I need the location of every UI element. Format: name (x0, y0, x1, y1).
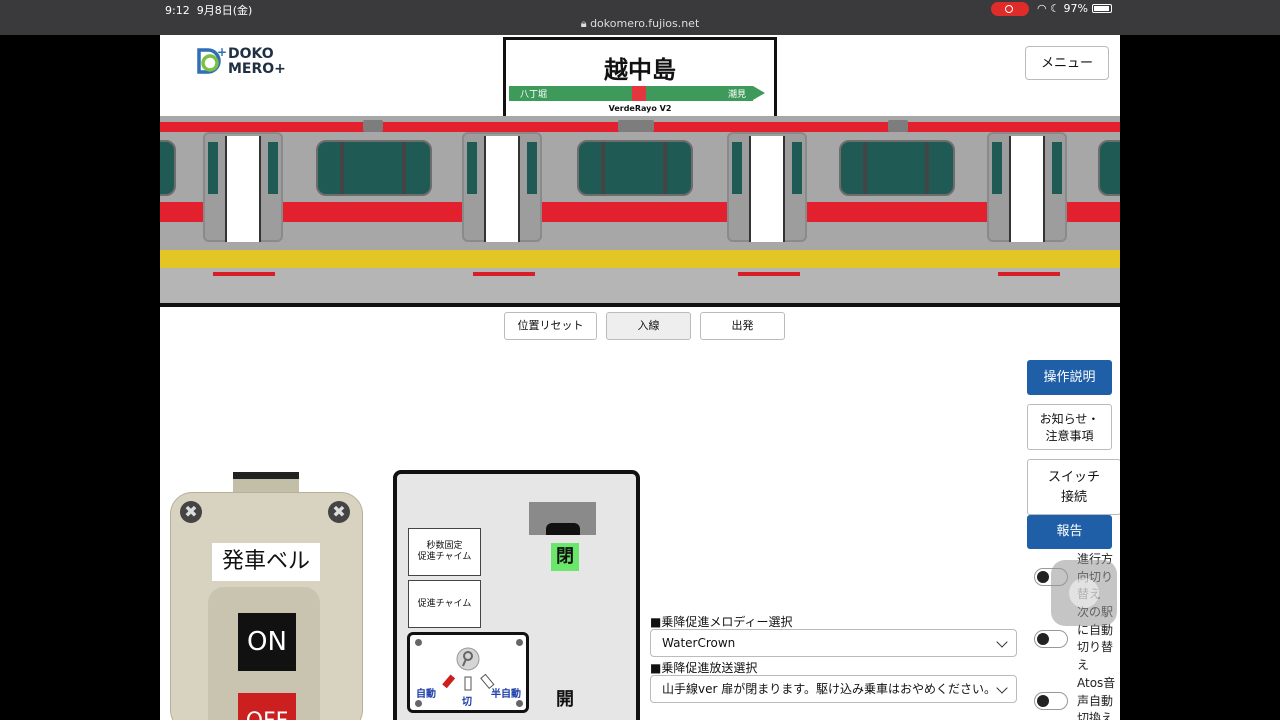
sign-label: VerdeRayo V2 (608, 104, 672, 113)
door-open-lamp: 開 (556, 689, 574, 710)
train-door (727, 132, 807, 242)
melody-select-value: WaterCrown (662, 636, 736, 650)
direction-arrow-icon (753, 86, 765, 100)
roof-vent (363, 120, 383, 132)
stop-mark (998, 272, 1060, 276)
dokomero-logo-icon: + (197, 46, 226, 74)
door-opening (484, 136, 520, 242)
fixed-chime-button[interactable]: 秒数固定促進チャイム (408, 528, 481, 576)
battery-percent: 97% (1063, 2, 1088, 15)
stop-mark (473, 272, 535, 276)
train-window (160, 140, 176, 196)
tactile-paving (160, 250, 1120, 268)
screen-record-icon (991, 2, 1029, 16)
mode-auto-label: 自動 (416, 689, 436, 700)
screw-icon (415, 700, 422, 707)
train-door (203, 132, 283, 242)
melody-select-title: ■乗降促進メロディー選択 (650, 615, 793, 629)
screw-icon: ✖ (328, 501, 350, 523)
roof-vent (888, 120, 908, 132)
mode-off-label: 切 (462, 697, 472, 708)
help-button[interactable]: 操作説明 (1027, 360, 1112, 395)
train-door (987, 132, 1067, 242)
screw-icon (516, 639, 523, 646)
mode-semi-auto-label: 半自動 (491, 689, 521, 700)
menu-button[interactable]: メニュー (1025, 46, 1109, 80)
bell-on-button[interactable]: ON (238, 613, 296, 671)
broadcast-select[interactable]: 山手線ver 扉が閉まります。駆け込み乗車はおやめください。 (650, 675, 1017, 703)
screw-icon (516, 700, 523, 707)
depart-button[interactable]: 出発 (700, 312, 785, 340)
chevron-down-icon (996, 636, 1008, 648)
bell-switch-cap-top (233, 472, 299, 479)
battery-icon (1092, 4, 1112, 13)
door-opening (225, 136, 261, 242)
train-window (1098, 140, 1120, 196)
train-door (462, 132, 542, 242)
notice-button[interactable]: お知らせ・注意事項 (1027, 404, 1112, 450)
station-sign: 越中島 八丁堀 潮見 VerdeRayo V2 (503, 37, 777, 119)
door-close-lamp: 閉 (551, 543, 579, 571)
address-bar[interactable]: 🔒︎ dokomero.fujios.net (580, 17, 700, 30)
atos-auto-toggle-label: Atos音声自動切換え (1077, 676, 1116, 720)
web-page: + DOKO MERO+ 越中島 八丁堀 潮見 VerdeRayo V2 メニュ… (160, 35, 1120, 720)
chevron-down-icon (996, 682, 1008, 694)
train-mid-stripe (160, 202, 1120, 222)
door-opening (1009, 136, 1045, 242)
wifi-moon-icons: ◠ ☾ 97% (1037, 2, 1088, 15)
arrive-button[interactable]: 入線 (606, 312, 691, 340)
roof-vent (618, 120, 654, 132)
status-time: 9:12 9月8日(金) (165, 4, 253, 17)
report-button[interactable]: 報告 (1027, 515, 1112, 549)
key-icon (442, 647, 495, 691)
next-station: 潮見 (728, 90, 747, 100)
station-marker (632, 86, 646, 101)
reset-position-button[interactable]: 位置リセット (504, 312, 597, 340)
assistive-touch-button[interactable] (1051, 560, 1117, 626)
switch-connect-button[interactable]: スイッチ接続 (1027, 459, 1120, 515)
train-window (316, 140, 432, 196)
close-button[interactable] (546, 523, 580, 535)
auto-next-station-toggle[interactable] (1034, 630, 1068, 648)
broadcast-select-title: ■乗降促進放送選択 (650, 661, 758, 675)
station-name: 越中島 (604, 56, 676, 84)
stop-mark (213, 272, 275, 276)
train-view (160, 116, 1120, 258)
screw-icon (415, 639, 422, 646)
logo-text: DOKO MERO+ (228, 46, 286, 77)
train-window (839, 140, 955, 196)
door-opening (749, 136, 785, 242)
line-bar (509, 86, 753, 101)
melody-select[interactable]: WaterCrown (650, 629, 1017, 657)
screw-icon: ✖ (180, 501, 202, 523)
prev-station: 八丁堀 (520, 90, 548, 100)
broadcast-select-value: 山手線ver 扉が閉まります。駆け込み乗車はおやめください。 (662, 682, 997, 696)
moon-icon: ☾ (1050, 2, 1060, 15)
bell-off-button[interactable]: OFF (238, 693, 296, 720)
door-mode-key-switch[interactable]: 自動 切 半自動 (407, 632, 529, 713)
lock-icon: 🔒︎ (580, 17, 591, 30)
status-bar: 9:12 9月8日(金) 🔒︎ dokomero.fujios.net ◠ ☾ … (0, 0, 1280, 35)
wifi-icon: ◠ (1037, 2, 1047, 15)
bell-label: 発車ベル (212, 543, 320, 581)
stop-mark (738, 272, 800, 276)
platform-edge (160, 303, 1120, 307)
train-window (577, 140, 693, 196)
svg-text:+: + (217, 46, 226, 59)
chime-button[interactable]: 促進チャイム (408, 580, 481, 628)
atos-auto-toggle[interactable] (1034, 692, 1068, 710)
